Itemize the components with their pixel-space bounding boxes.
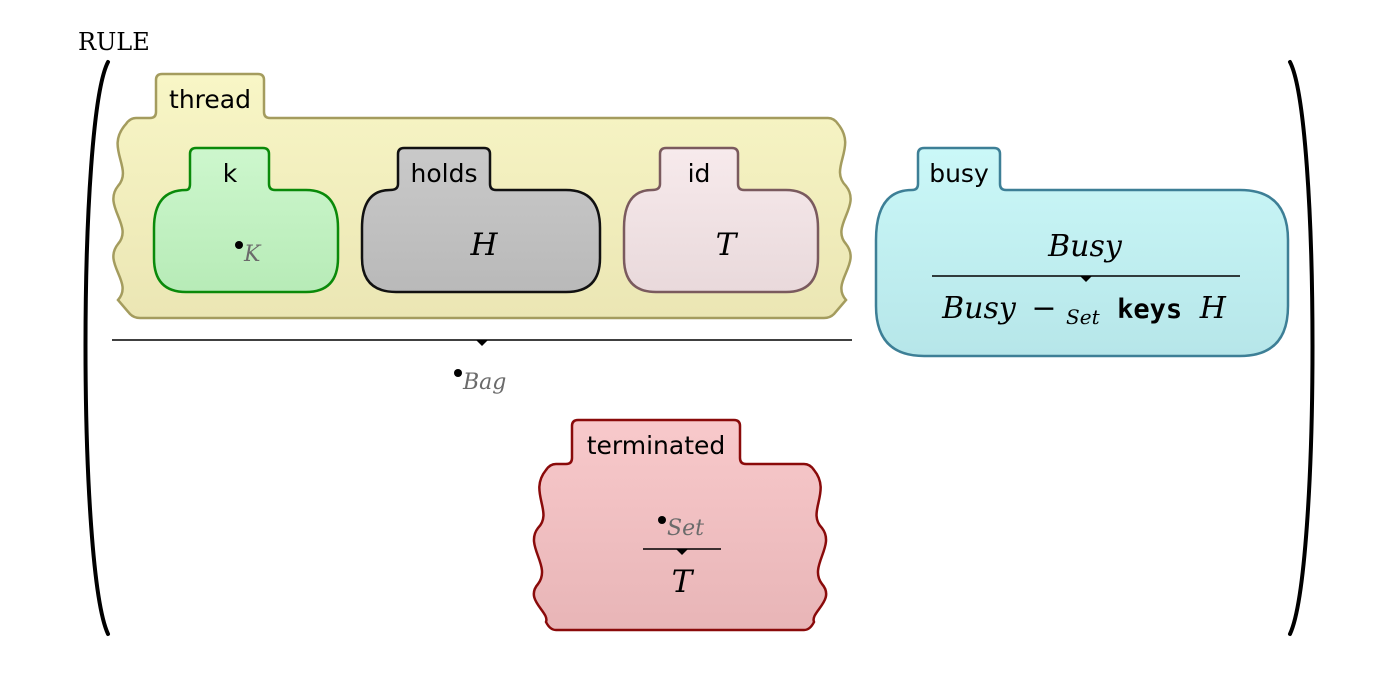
thread-rewrite: Bag <box>112 339 852 395</box>
terminated-denominator: T <box>672 564 695 600</box>
k-label: k <box>223 159 238 188</box>
id-value: T <box>716 227 739 263</box>
busy-label: busy <box>929 159 989 188</box>
rule-label: RULE <box>78 28 150 56</box>
terminated-cell-shape <box>532 418 828 632</box>
thread-cell: thread k K holds H id T <box>112 72 852 320</box>
busy-denominator-keyword: keys <box>1117 294 1182 325</box>
thread-rewrite-arrow <box>476 340 488 346</box>
busy-rewrite-arrow <box>1080 276 1092 282</box>
k-cell-shape <box>152 146 340 294</box>
set-bullet <box>658 516 666 524</box>
busy-numerator: Busy <box>1047 229 1123 264</box>
terminated-rewrite-arrow <box>676 549 688 555</box>
right-paren <box>1288 60 1315 636</box>
terminated-label: terminated <box>587 431 726 460</box>
id-cell: id T <box>622 146 820 294</box>
k-bullet <box>235 241 243 249</box>
k-value: K <box>243 242 262 267</box>
id-label: id <box>688 159 711 188</box>
busy-cell-shape <box>874 146 1290 358</box>
busy-denominator: Busy − Set keys H <box>941 291 1227 332</box>
thread-result: Bag <box>462 370 506 395</box>
busy-cell: busy Busy Busy − Set keys H <box>874 146 1290 358</box>
busy-denominator-op-sub: Set <box>1066 305 1101 329</box>
terminated-cell: terminated Set T <box>532 418 828 632</box>
k-cell: k K <box>152 146 340 294</box>
left-paren <box>83 60 110 636</box>
terminated-numerator: Set <box>667 516 704 541</box>
holds-cell: holds H <box>360 146 602 294</box>
holds-cell-shape <box>360 146 602 294</box>
thread-label: thread <box>169 85 251 114</box>
holds-label: holds <box>411 159 478 188</box>
busy-denominator-arg: H <box>1199 291 1227 326</box>
busy-denominator-lhs: Busy <box>941 291 1017 326</box>
holds-value: H <box>469 227 498 263</box>
bag-bullet <box>454 369 462 377</box>
id-cell-shape <box>622 146 820 294</box>
busy-denominator-op: − <box>1031 291 1056 326</box>
